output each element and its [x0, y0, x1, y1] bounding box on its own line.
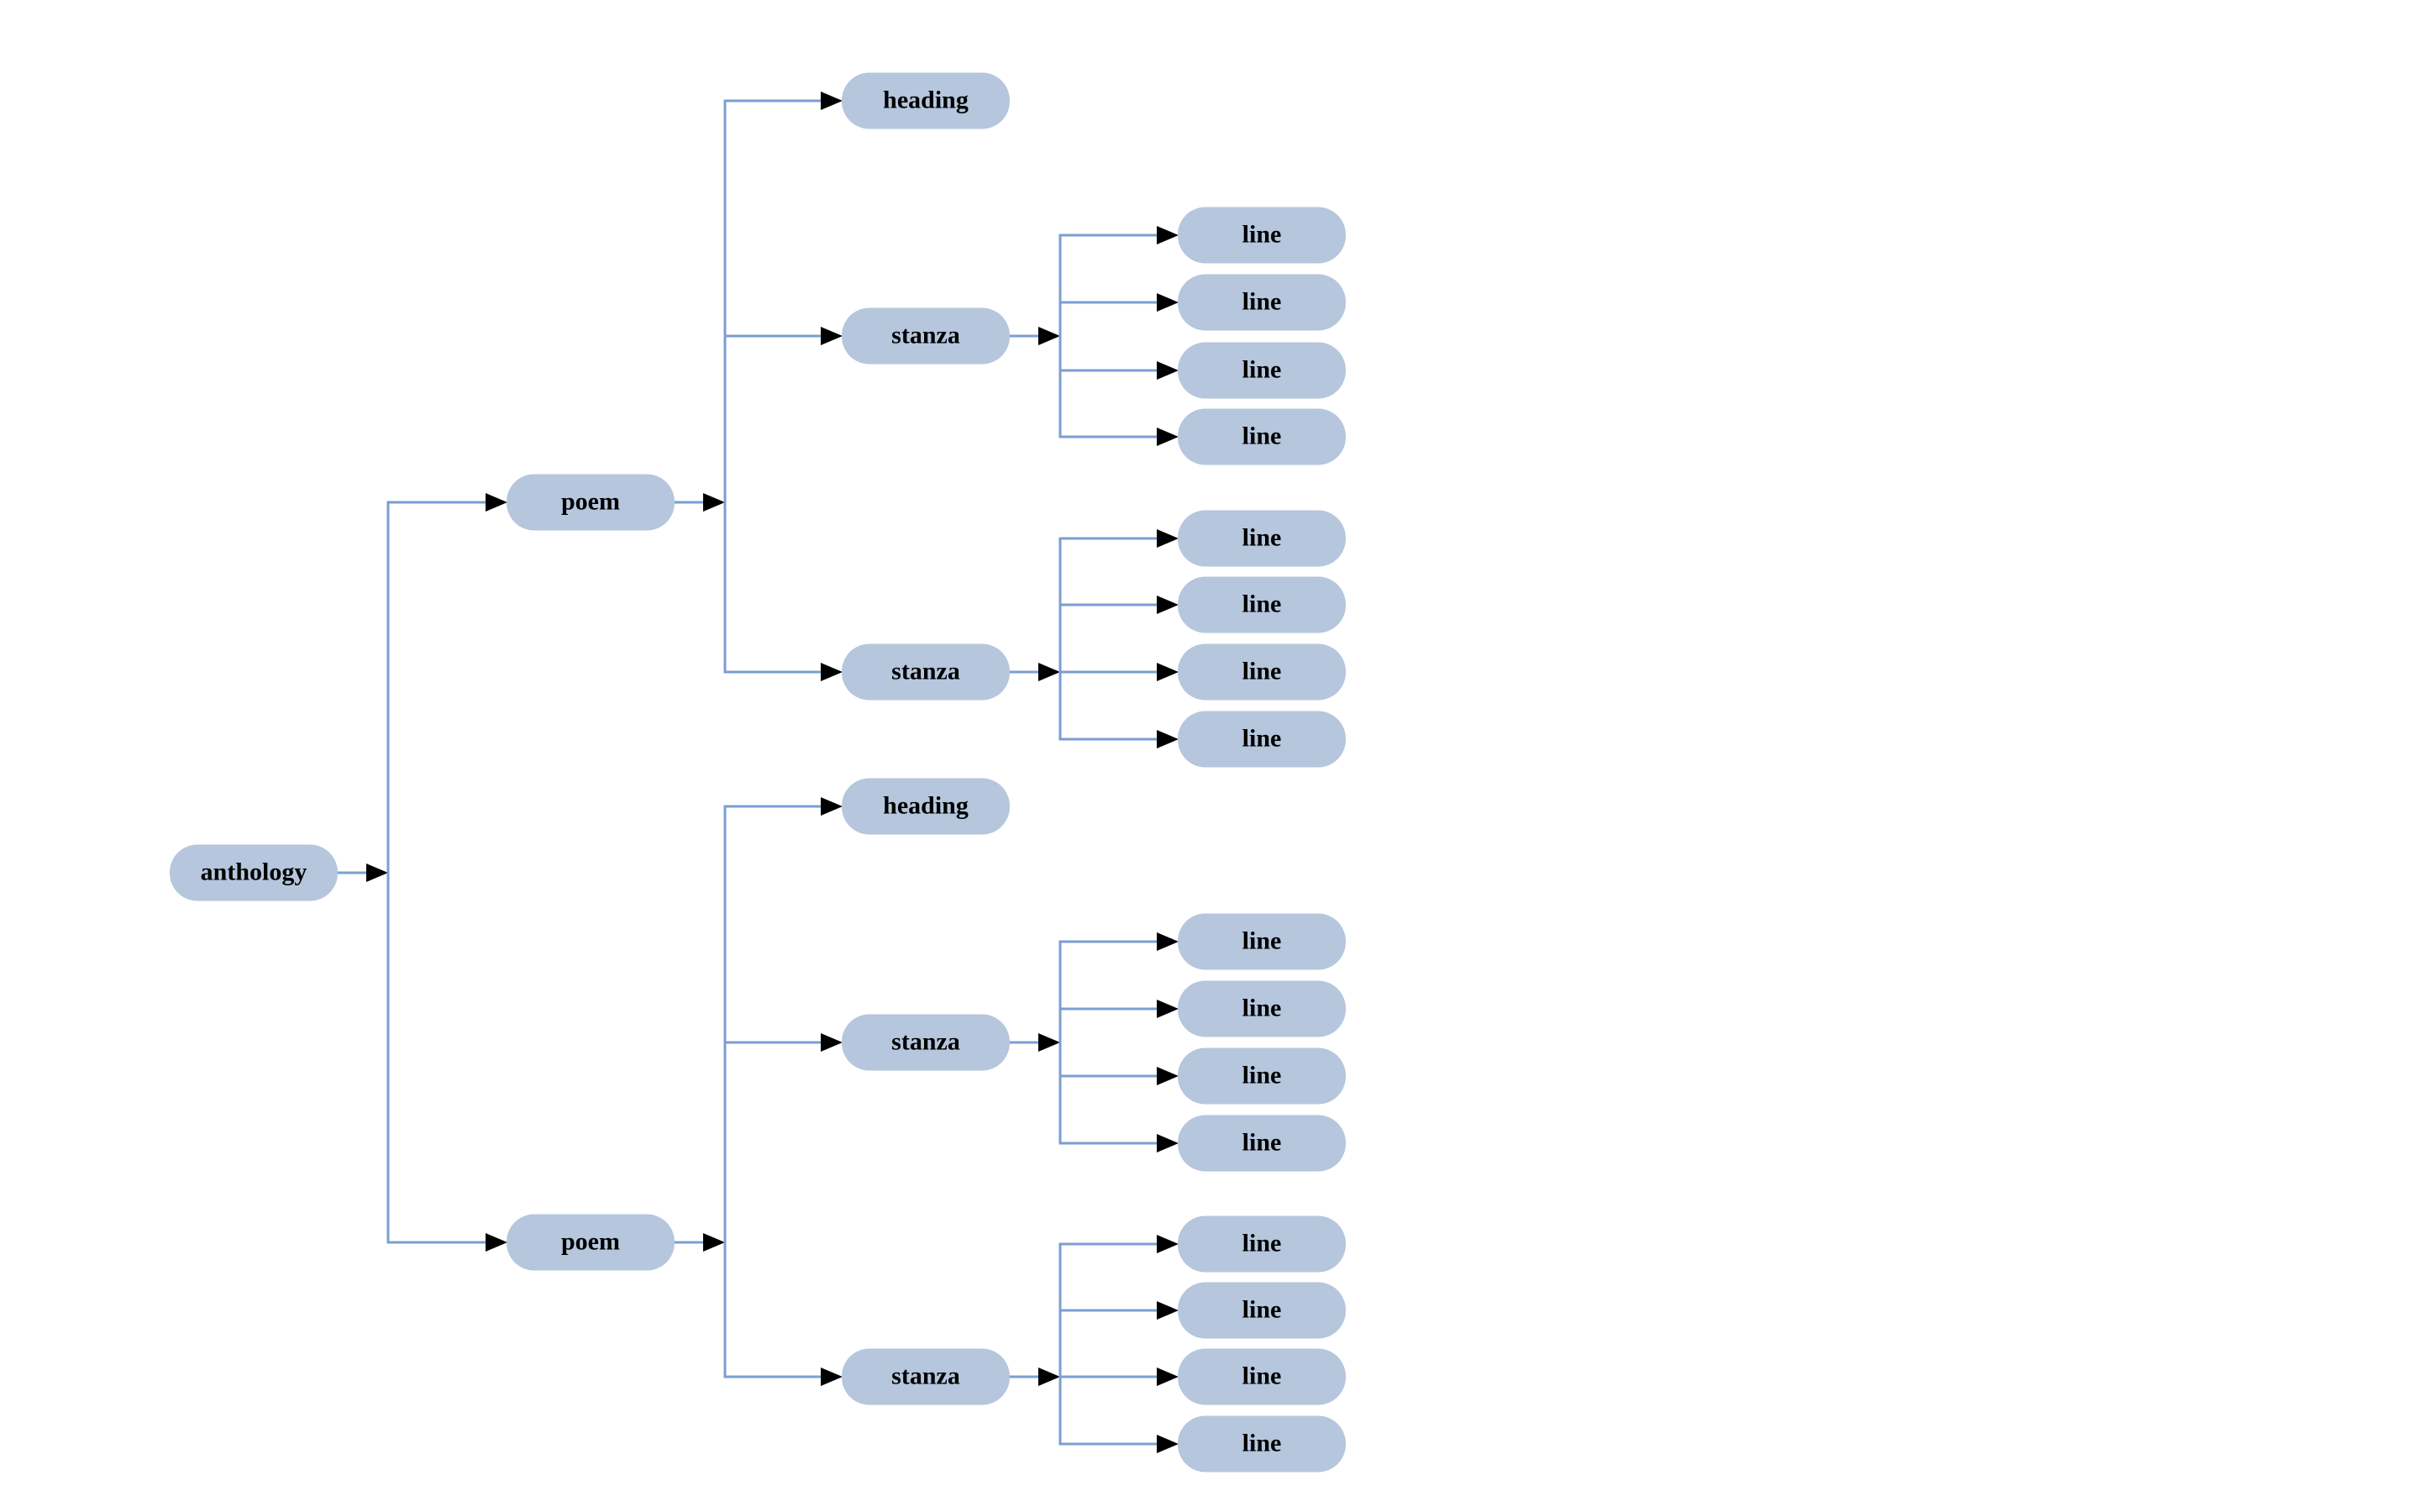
node-line: line — [1178, 1215, 1346, 1273]
arrowhead-icon — [1038, 1033, 1060, 1052]
node-poem: poem — [507, 474, 675, 531]
node-line: line — [1178, 510, 1346, 567]
arrowhead-icon — [821, 92, 843, 110]
node-label: stanza — [891, 1027, 960, 1055]
node-heading: heading — [842, 72, 1010, 129]
arrowhead-icon — [1038, 663, 1060, 681]
node-label: poem — [561, 1227, 620, 1255]
node-line: line — [1178, 1348, 1346, 1405]
node-label: line — [1242, 657, 1282, 685]
node-label: line — [1242, 1229, 1282, 1257]
node-label: line — [1242, 1295, 1282, 1323]
arrowhead-icon — [703, 1233, 725, 1252]
node-label: line — [1242, 724, 1282, 752]
arrowhead-icon — [1038, 1368, 1060, 1386]
arrowhead-icon — [821, 1368, 843, 1386]
arrowhead-icon — [1157, 596, 1179, 614]
arrowhead-icon — [1157, 529, 1179, 548]
arrowhead-icon — [1157, 293, 1179, 312]
node-line: line — [1178, 1282, 1346, 1339]
node-label: line — [1242, 590, 1282, 617]
node-line: line — [1178, 207, 1346, 264]
node-label: poem — [561, 487, 620, 515]
node-label: heading — [883, 791, 969, 819]
arrowhead-icon — [1157, 1235, 1179, 1253]
arrowhead-icon — [1157, 361, 1179, 380]
node-label: line — [1242, 523, 1282, 551]
node-label: stanza — [891, 321, 960, 349]
arrowhead-icon — [486, 493, 507, 512]
node-label: line — [1242, 422, 1282, 449]
arrowhead-icon — [1157, 1435, 1179, 1453]
node-label: line — [1242, 1061, 1282, 1089]
node-line: line — [1178, 1415, 1346, 1473]
node-poem: poem — [507, 1214, 675, 1271]
node-line: line — [1178, 1047, 1346, 1105]
arrowhead-icon — [703, 493, 725, 512]
arrowhead-icon — [821, 327, 843, 345]
node-label: line — [1242, 927, 1282, 954]
node-label: stanza — [891, 657, 960, 685]
arrowhead-icon — [821, 663, 843, 681]
node-line: line — [1178, 980, 1346, 1037]
node-heading: heading — [842, 778, 1010, 835]
arrowhead-icon — [486, 1233, 507, 1252]
node-stanza: stanza — [842, 1348, 1010, 1405]
node-label: stanza — [891, 1362, 960, 1389]
node-label: heading — [883, 86, 969, 113]
arrowhead-icon — [1157, 1000, 1179, 1018]
node-label: line — [1242, 287, 1282, 315]
arrowhead-icon — [1157, 226, 1179, 244]
node-line: line — [1178, 643, 1346, 701]
node-line: line — [1178, 274, 1346, 331]
node-stanza: stanza — [842, 643, 1010, 701]
arrowhead-icon — [1157, 730, 1179, 748]
node-label: anthology — [200, 858, 307, 885]
arrowhead-icon — [1157, 932, 1179, 951]
node-label: line — [1242, 1429, 1282, 1457]
node-line: line — [1178, 576, 1346, 633]
arrowhead-icon — [1157, 428, 1179, 446]
arrowhead-icon — [821, 1033, 843, 1052]
node-anthology: anthology — [170, 844, 338, 901]
node-label: line — [1242, 355, 1282, 383]
arrowhead-icon — [1157, 1368, 1179, 1386]
node-line: line — [1178, 1115, 1346, 1172]
arrowhead-icon — [366, 864, 388, 882]
node-line: line — [1178, 408, 1346, 465]
arrowhead-icon — [1157, 1301, 1179, 1320]
node-label: line — [1242, 1128, 1282, 1156]
node-label: line — [1242, 1362, 1282, 1389]
arrowhead-icon — [1157, 1067, 1179, 1085]
node-stanza: stanza — [842, 1014, 1010, 1071]
arrowhead-icon — [1157, 1134, 1179, 1152]
node-label: line — [1242, 994, 1282, 1021]
node-line: line — [1178, 711, 1346, 768]
arrowhead-icon — [1038, 327, 1060, 345]
node-stanza: stanza — [842, 307, 1010, 365]
node-line: line — [1178, 342, 1346, 399]
node-line: line — [1178, 913, 1346, 970]
node-label: line — [1242, 220, 1282, 248]
arrowhead-icon — [1157, 663, 1179, 681]
arrowhead-icon — [821, 797, 843, 816]
